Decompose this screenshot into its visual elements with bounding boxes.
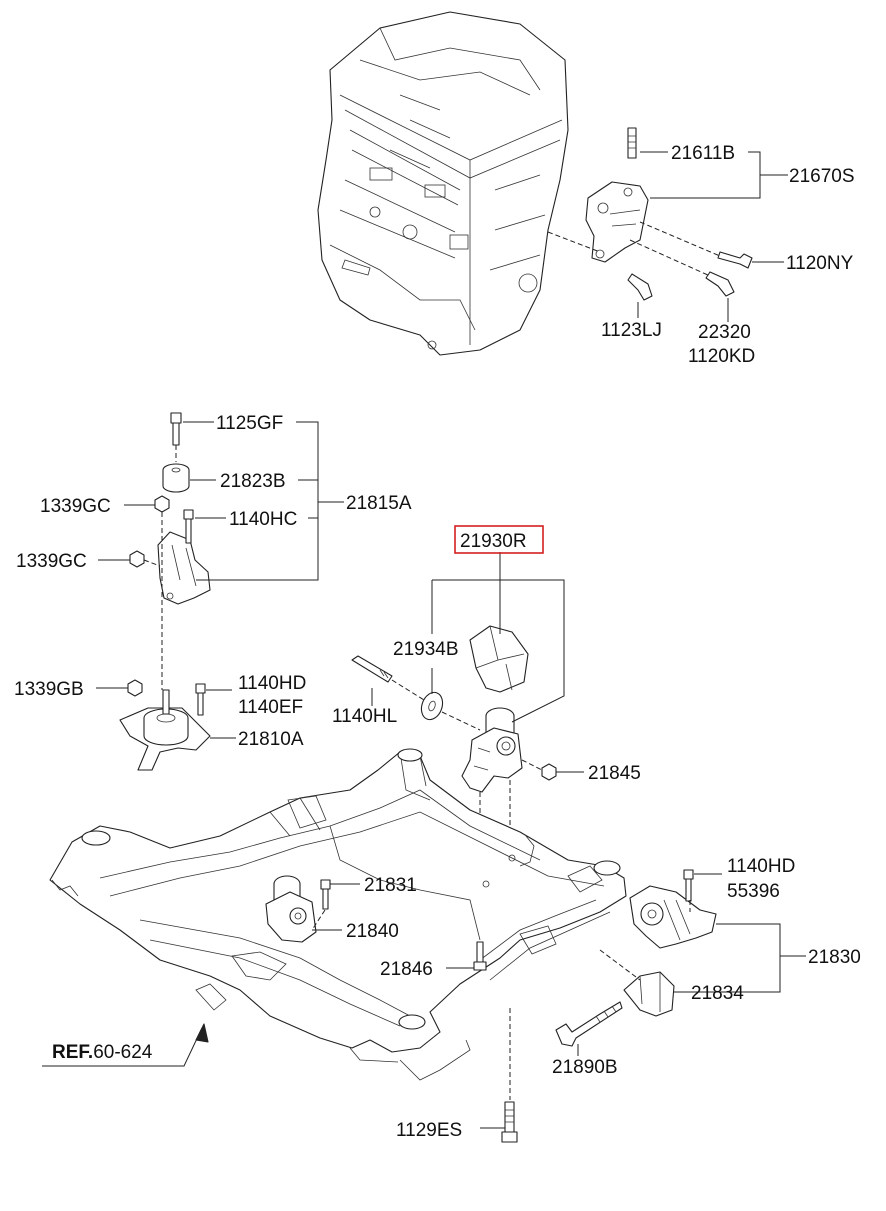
mount-bracket-21815A	[157, 531, 211, 605]
callout-21846[interactable]: 21846	[380, 959, 433, 980]
mount-21840	[265, 875, 317, 943]
callout-21834[interactable]: 21834	[691, 983, 744, 1004]
callout-1129ES[interactable]: 1129ES	[396, 1120, 462, 1141]
callout-21830[interactable]: 21830	[808, 947, 861, 968]
mount-21810A	[119, 689, 211, 771]
bolt-21846	[473, 941, 487, 971]
callout-21823B[interactable]: 21823B	[220, 471, 286, 492]
bolt-1125GF	[170, 412, 182, 446]
callout-21670S[interactable]: 21670S	[789, 166, 855, 187]
callout-21810A[interactable]: 21810A	[238, 729, 304, 750]
bracket-21834	[623, 971, 675, 1017]
callout-21611B[interactable]: 21611B	[671, 143, 735, 164]
subframe-crossmember-illustration	[49, 748, 627, 1081]
leader-lines	[42, 151, 806, 1129]
washer-1140HL	[420, 691, 444, 721]
bolt-1140HD-55396	[683, 869, 694, 902]
bolt-22320	[705, 271, 735, 297]
engine-mount-bracket-21670S	[585, 127, 649, 263]
bolt-1120NY	[717, 251, 753, 269]
callout-22320[interactable]: 22320	[698, 322, 751, 343]
mount-21830	[629, 885, 717, 949]
callout-1339GC-lower[interactable]: 1339GC	[16, 551, 87, 572]
selected-part-highlight	[454, 525, 544, 554]
cover-21934B	[469, 625, 529, 693]
bolt-1140HL	[351, 655, 393, 683]
callout-21815A[interactable]: 21815A	[346, 493, 412, 514]
nut-1339GB	[127, 679, 143, 697]
nut-21845	[541, 763, 557, 781]
callout-1140EF[interactable]: 1140EF	[238, 697, 303, 718]
callout-21934B[interactable]: 21934B	[393, 639, 459, 660]
callout-55396[interactable]: 55396	[727, 881, 780, 902]
callout-1125GF[interactable]: 1125GF	[216, 413, 283, 434]
bolt-1140HC	[183, 509, 194, 544]
callout-1120NY[interactable]: 1120NY	[786, 253, 854, 274]
callout-1339GC-upper[interactable]: 1339GC	[40, 496, 111, 517]
nut-1339GC-b	[129, 550, 145, 568]
bolt-1123LJ	[627, 273, 653, 301]
bolt-1140HD-1140EF	[195, 683, 206, 716]
callout-21890B[interactable]: 21890B	[552, 1057, 618, 1078]
callout-1123LJ[interactable]: 1123LJ	[601, 320, 662, 341]
bolt-21890B	[555, 1001, 623, 1047]
callout-21840[interactable]: 21840	[346, 921, 399, 942]
washer-21823B	[162, 463, 190, 493]
callout-1339GB[interactable]: 1339GB	[14, 679, 84, 700]
callout-21845[interactable]: 21845	[588, 763, 641, 784]
callout-1140HD-right[interactable]: 1140HD	[727, 856, 795, 877]
callout-21930R[interactable]: 21930R	[460, 531, 527, 552]
reference-link[interactable]: REF.60-624	[52, 1042, 153, 1063]
callout-1120KD[interactable]: 1120KD	[688, 346, 755, 367]
engine-block-illustration	[317, 11, 569, 356]
callout-1140HL[interactable]: 1140HL	[332, 706, 397, 727]
reference-number: 60-624	[93, 1042, 153, 1063]
bolt-1129ES	[501, 1101, 518, 1143]
callout-1140HD-left[interactable]: 1140HD	[238, 673, 306, 694]
callout-labels: 21611B 21670S 1120NY 1123LJ 22320 1120KD…	[14, 143, 861, 1141]
nut-1339GC-a	[154, 495, 170, 513]
callout-1140HC[interactable]: 1140HC	[229, 509, 297, 530]
reference-prefix: REF.	[52, 1042, 93, 1063]
callout-21831[interactable]: 21831	[364, 875, 417, 896]
mount-21930R	[461, 707, 523, 793]
